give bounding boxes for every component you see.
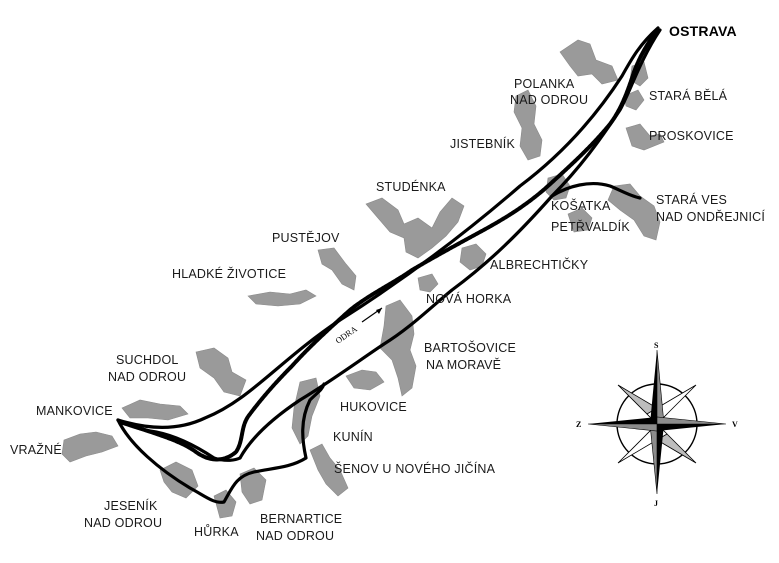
river-flow-arrow — [361, 307, 383, 323]
place-labels: OSTRAVA POLANKA NAD ODROU STARÁ BĚLÁ PRO… — [10, 23, 765, 543]
label-pustejov: PUSTĚJOV — [272, 230, 340, 245]
label-hukovice: HUKOVICE — [340, 400, 407, 414]
compass-rose: S J Z V — [576, 341, 738, 508]
label-kosatka: KOŠATKA — [551, 198, 611, 213]
settlement-jistebnik — [513, 89, 543, 161]
label-stara-ves-2: NAD ONDŘEJNICÍ — [656, 209, 765, 224]
label-suchdol-2: NAD ODROU — [108, 370, 186, 384]
label-jistebnik: JISTEBNÍK — [450, 136, 515, 151]
settlement-senov — [309, 443, 349, 497]
label-bernartice-1: BERNARTICE — [260, 512, 342, 526]
label-stara-ves-1: STARÁ VES — [656, 192, 727, 207]
settlement-stara-bela — [623, 89, 645, 111]
city-label-ostrava: OSTRAVA — [669, 23, 737, 39]
settlement-hurka — [213, 489, 237, 519]
label-bartosovice-2: NA MORAVĚ — [426, 357, 501, 372]
settlement-hukovice — [345, 369, 385, 391]
route-south-loop — [116, 382, 326, 504]
label-jesenik-2: NAD ODROU — [84, 516, 162, 530]
compass-east-label: V — [732, 420, 738, 429]
settlement-studenka — [365, 197, 465, 259]
settlement-bartosovice — [379, 299, 417, 397]
label-stara-bela: STARÁ BĚLÁ — [649, 88, 728, 103]
label-suchdol-1: SUCHDOL — [116, 353, 179, 367]
label-polanka-1: POLANKA — [514, 77, 575, 91]
label-vrazne: VRAŽNÉ — [10, 442, 62, 457]
label-studenka: STUDÉNKA — [376, 179, 446, 194]
route-east-loop — [550, 182, 642, 200]
label-mankovice: MANKOVICE — [36, 404, 113, 418]
label-bartosovice-1: BARTOŠOVICE — [424, 340, 516, 355]
label-nova-horka: NOVÁ HORKA — [426, 291, 512, 306]
settlement-hladke — [247, 289, 317, 307]
compass-north-label: S — [654, 341, 659, 350]
label-jesenik-1: JESENÍK — [104, 498, 158, 513]
label-proskovice: PROSKOVICE — [649, 129, 734, 143]
label-polanka-2: NAD ODROU — [510, 93, 588, 107]
label-albrechticky: ALBRECHTIČKY — [490, 257, 589, 272]
settlement-nova-horka — [417, 273, 439, 293]
compass-west-label: Z — [576, 420, 581, 429]
label-hladke-zivotice: HLADKÉ ŽIVOTICE — [172, 266, 286, 281]
compass-south-label: J — [654, 499, 658, 508]
river-odra — [118, 28, 660, 462]
label-senov: ŠENOV U NOVÉHO JIČÍNA — [334, 461, 496, 476]
settlement-suchdol — [195, 347, 247, 397]
settlement-pustejov — [317, 247, 357, 291]
label-bernartice-2: NAD ODROU — [256, 529, 334, 543]
settlement-bernartice — [239, 467, 267, 505]
settlement-proskovice — [625, 123, 665, 151]
label-hurka: HŮRKA — [194, 524, 239, 539]
label-kunin: KUNÍN — [333, 429, 373, 444]
label-petrvaldik: PETŘVALDÍK — [551, 219, 630, 234]
settlement-mankovice — [121, 399, 189, 421]
settlement-vrazne — [61, 431, 119, 463]
river-label-odra: ODRA — [333, 323, 359, 346]
settlement-petrvaldik — [567, 207, 593, 233]
settlement-areas — [61, 39, 665, 519]
settlement-stara-ves — [607, 183, 661, 241]
